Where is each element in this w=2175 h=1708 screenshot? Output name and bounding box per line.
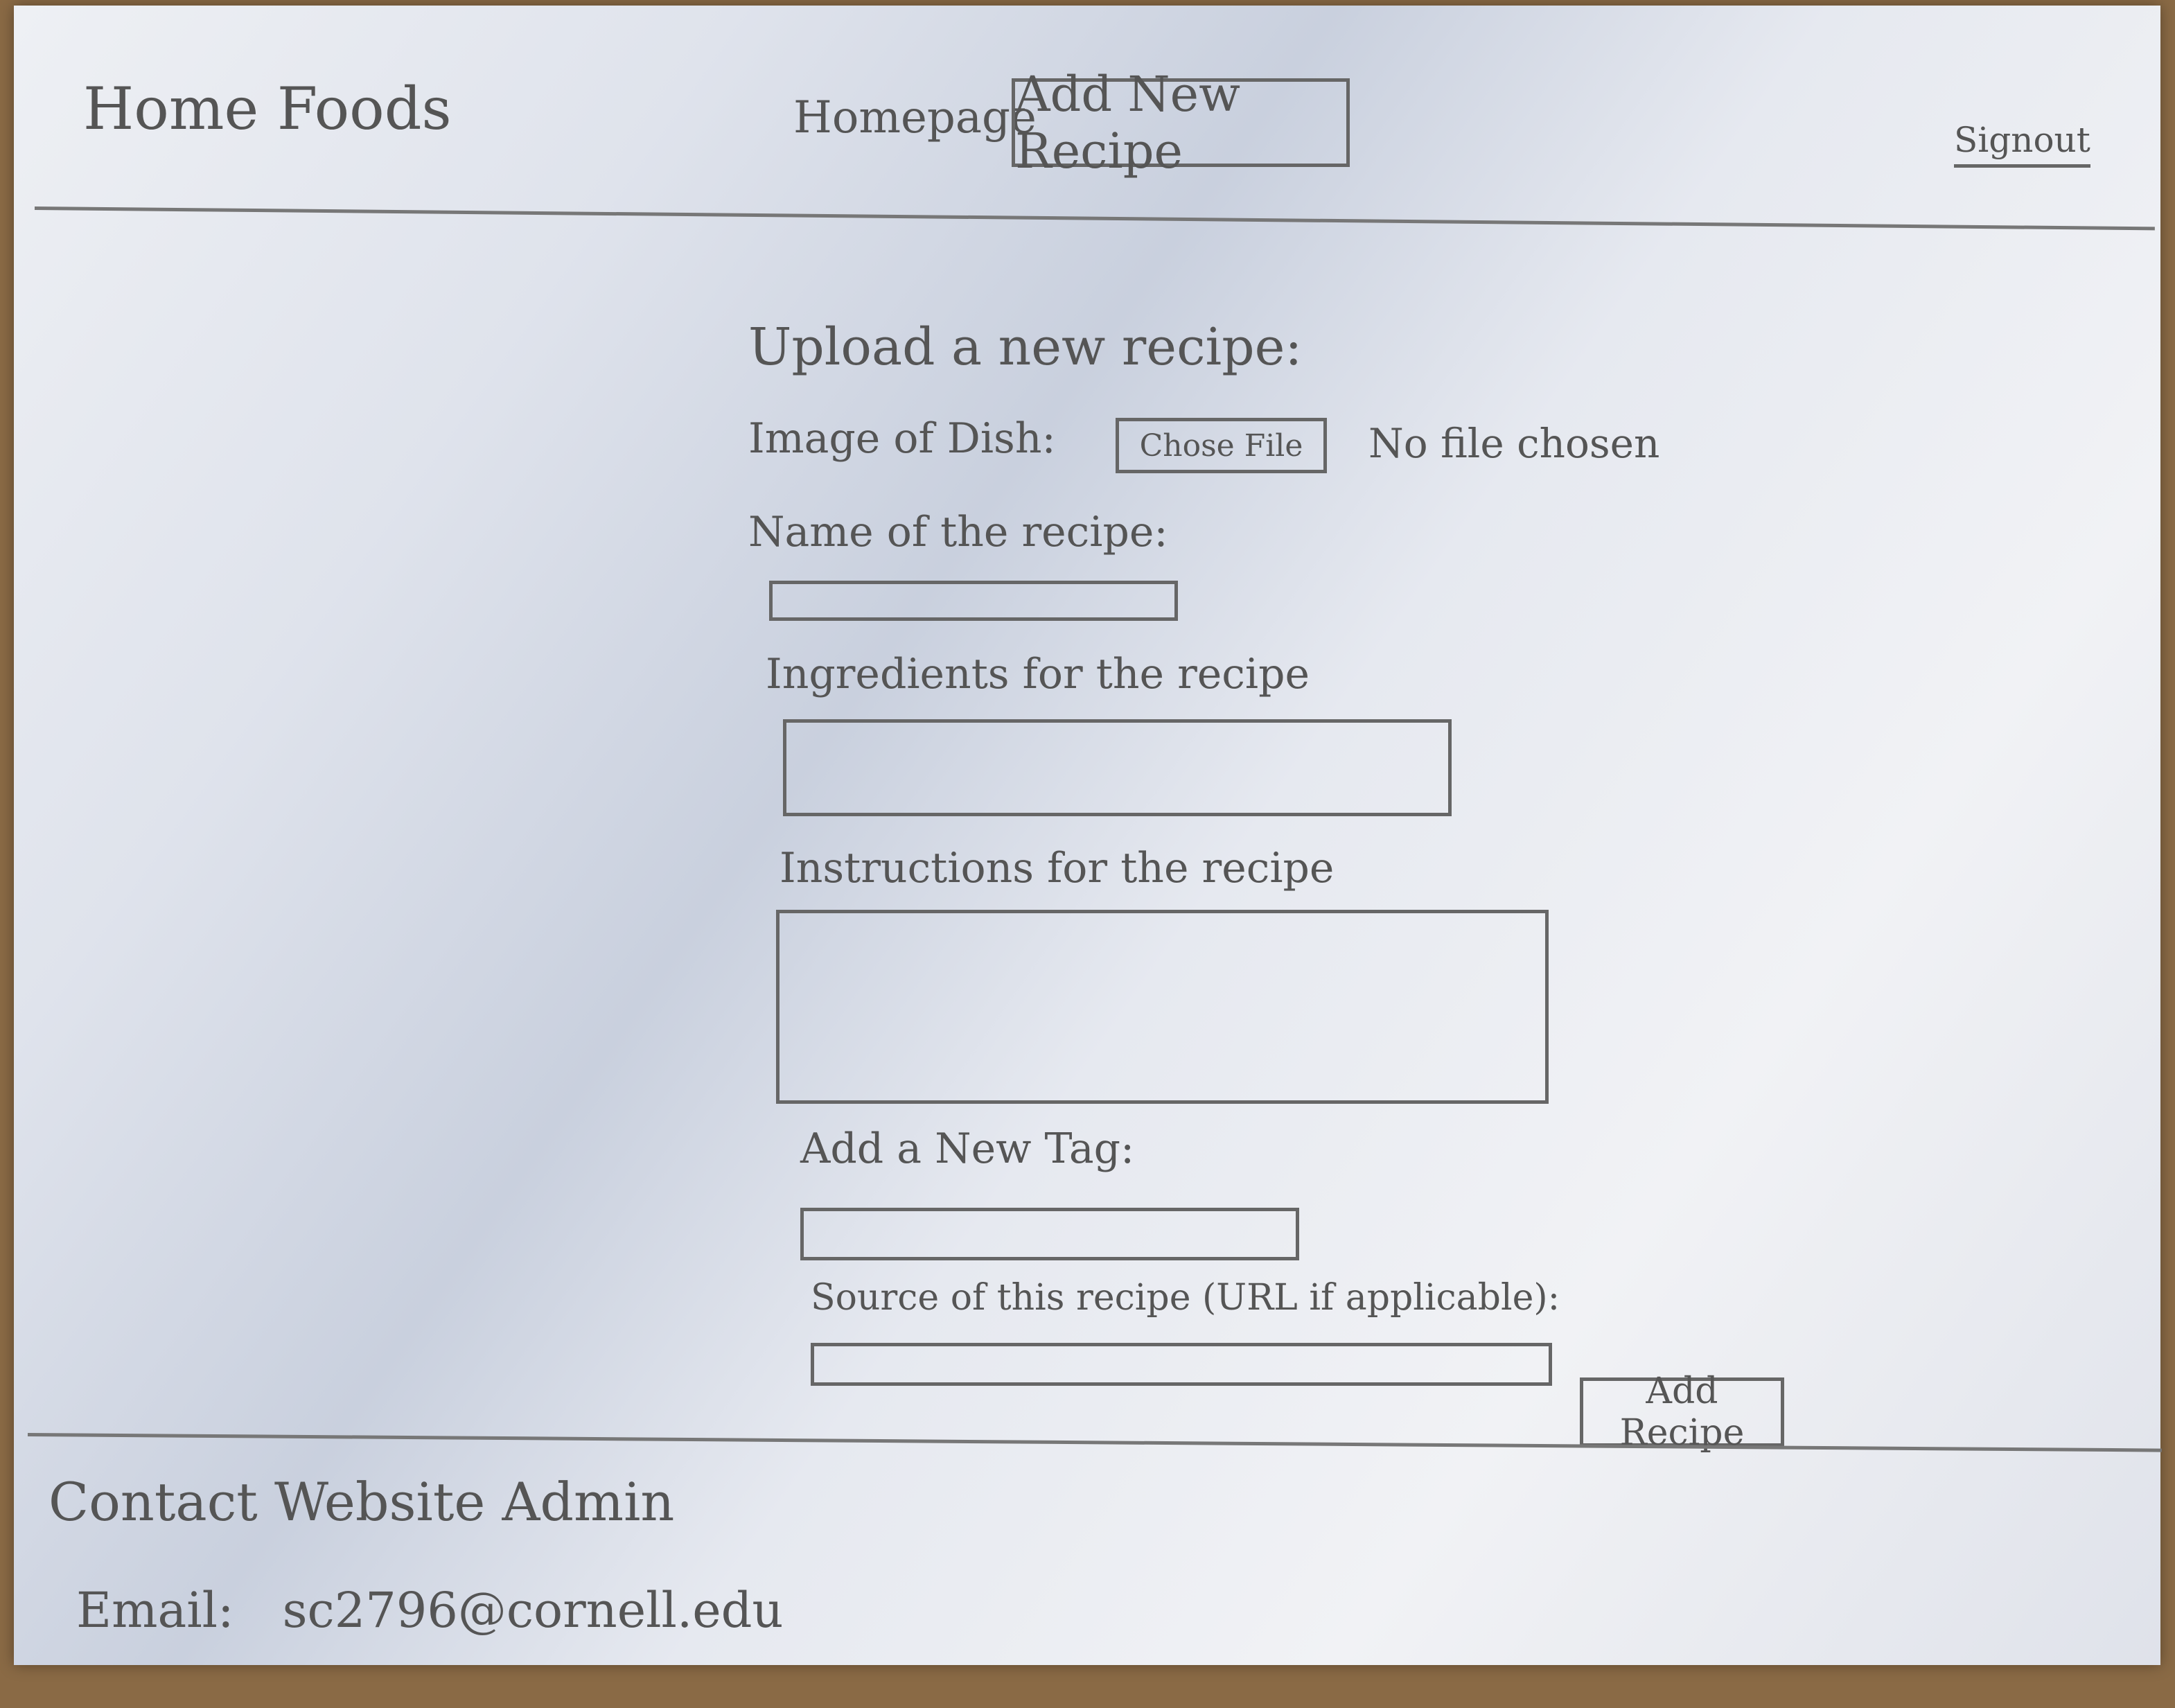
- tag-input[interactable]: [800, 1208, 1299, 1260]
- instructions-label: Instructions for the recipe: [780, 844, 1335, 892]
- image-label: Image of Dish:: [748, 414, 1056, 463]
- recipe-name-label: Name of the recipe:: [748, 508, 1168, 556]
- contact-admin-title: Contact Website Admin: [49, 1471, 675, 1533]
- email-label: Email:: [76, 1582, 234, 1639]
- sketch-paper: Home Foods Homepage Add New Recipe Signo…: [14, 6, 2162, 1665]
- ingredients-label: Ingredients for the recipe: [766, 650, 1310, 698]
- recipe-name-input[interactable]: [769, 581, 1178, 621]
- header-divider: [34, 206, 2155, 231]
- nav-add-new-recipe-link[interactable]: Add New Recipe: [1012, 66, 1350, 179]
- site-brand: Home Foods: [83, 75, 452, 143]
- file-status: No file chosen: [1368, 420, 1660, 467]
- choose-file-button[interactable]: Chose File: [1116, 418, 1327, 473]
- form-heading: Upload a new recipe:: [748, 317, 1303, 377]
- tag-label: Add a New Tag:: [800, 1125, 1135, 1173]
- contact-email-row: Email: sc2796@cornell.edu: [76, 1582, 784, 1639]
- email-link[interactable]: sc2796@cornell.edu: [282, 1582, 784, 1639]
- footer-divider: [27, 1433, 2162, 1452]
- add-recipe-button[interactable]: Add Recipe: [1580, 1371, 1784, 1454]
- nav-homepage-link[interactable]: Homepage: [793, 92, 1037, 143]
- source-label: Source of this recipe (URL if applicable…: [811, 1277, 1560, 1319]
- source-url-input[interactable]: [811, 1343, 1552, 1386]
- instructions-textarea[interactable]: [776, 910, 1549, 1104]
- signout-link[interactable]: Signout: [1954, 120, 2090, 168]
- ingredients-textarea[interactable]: [783, 719, 1452, 816]
